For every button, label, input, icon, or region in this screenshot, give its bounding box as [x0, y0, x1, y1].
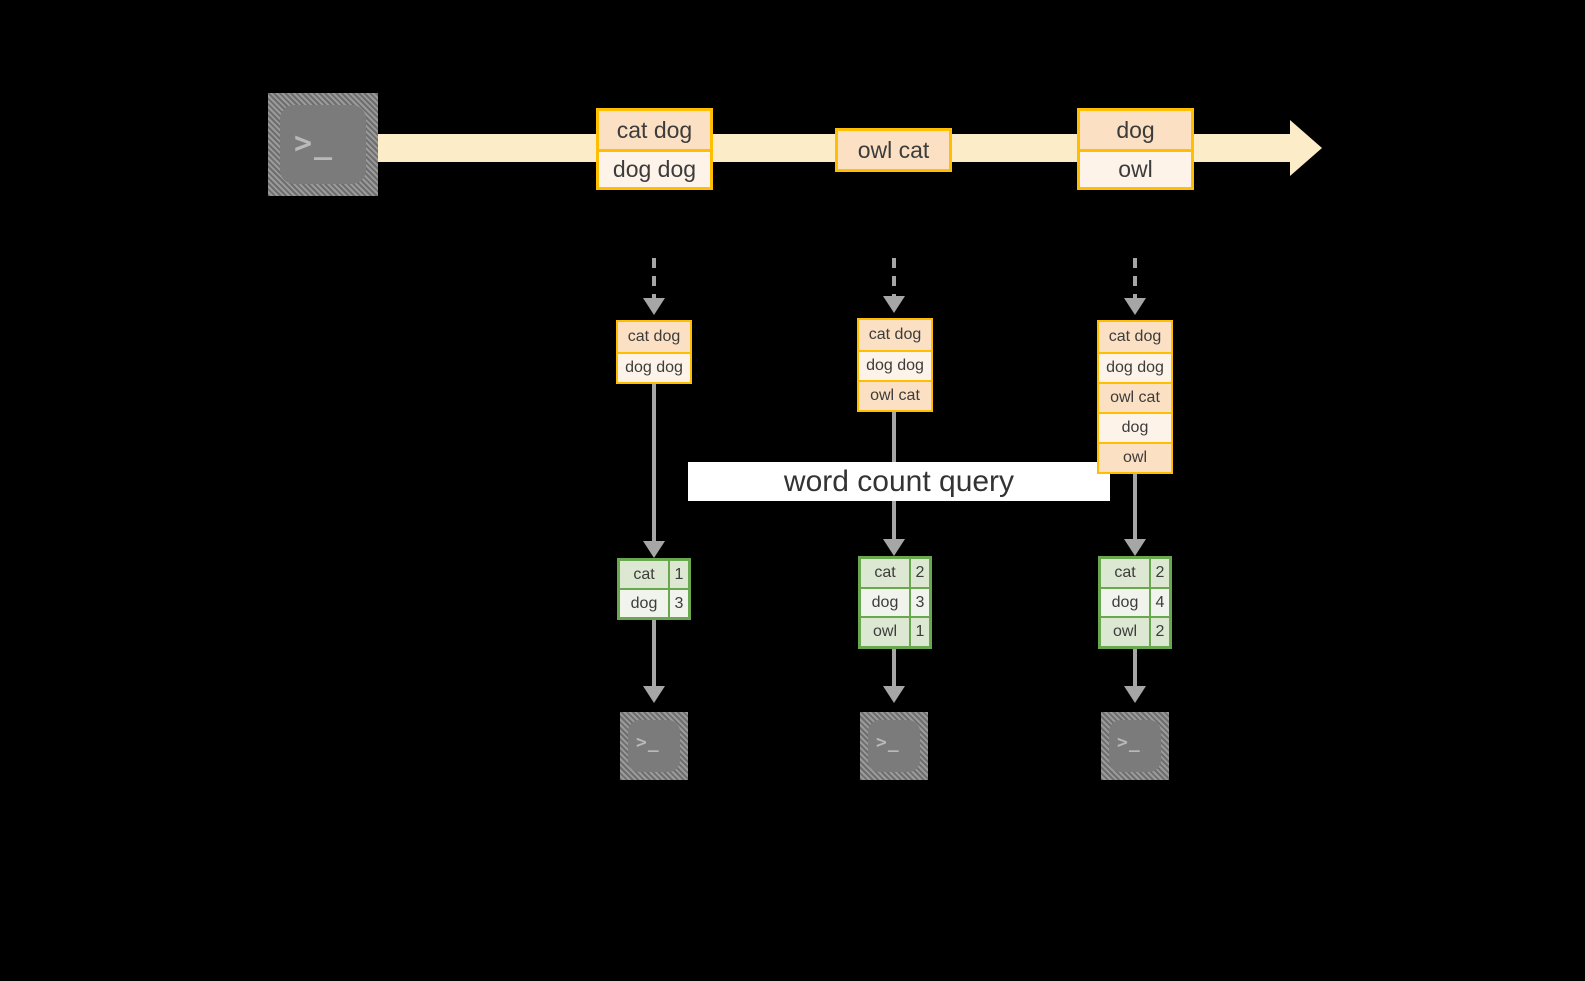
snapshot-2-tap-line	[892, 258, 896, 300]
snapshot-1-tap-line	[652, 258, 656, 300]
snapshot-2-tap-arrowhead	[883, 296, 905, 313]
result-word: dog	[620, 590, 668, 617]
snapshot-3-sink-arrowhead	[1124, 686, 1146, 703]
result-count: 4	[1149, 588, 1169, 617]
snapshot-1-sink-line	[652, 620, 656, 690]
terminal-screen: >_	[868, 720, 920, 772]
snapshot-3-query-line	[1133, 474, 1137, 544]
snapshot-1-input-table: cat dog dog dog	[616, 320, 692, 384]
terminal-screen: >_	[1109, 720, 1161, 772]
snapshot-2-query-arrowhead	[883, 539, 905, 556]
table-row: cat 1	[620, 561, 688, 588]
table-row: owl 2	[1101, 616, 1169, 647]
snapshot-3-tap-line	[1133, 258, 1137, 300]
event-row: dog dog	[599, 149, 710, 187]
snapshot-2-result-table: cat 2 dog 3 owl 1	[858, 556, 932, 649]
result-word: cat	[1101, 559, 1149, 587]
snapshot-1-tap-arrowhead	[643, 298, 665, 315]
stream-event-3: dog owl	[1077, 108, 1194, 190]
result-count: 1	[668, 561, 688, 588]
result-word: cat	[620, 561, 668, 588]
snapshot-3-sink-line	[1133, 649, 1137, 690]
snapshot-1-query-arrowhead	[643, 541, 665, 558]
terminal-screen: >_	[280, 105, 366, 184]
table-row: cat 2	[861, 559, 929, 587]
input-row: cat dog	[618, 322, 690, 352]
terminal-screen: >_	[628, 720, 680, 772]
snapshot-3-tap-arrowhead	[1124, 298, 1146, 315]
snapshot-2-sink-arrowhead	[883, 686, 905, 703]
event-row: cat dog	[599, 111, 710, 149]
input-row: dog dog	[618, 352, 690, 382]
event-row: owl cat	[838, 131, 949, 169]
result-count: 3	[668, 590, 688, 617]
event-row: dog	[1080, 111, 1191, 149]
input-row: owl cat	[859, 380, 931, 410]
snapshot-2-input-table: cat dog dog dog owl cat	[857, 318, 933, 412]
input-row: dog dog	[859, 350, 931, 380]
snapshot-1-sink-terminal-icon: >_	[620, 712, 688, 780]
terminal-prompt-glyph: >_	[876, 732, 900, 753]
stream-event-1: cat dog dog dog	[596, 108, 713, 190]
snapshot-3-result-table: cat 2 dog 4 owl 2	[1098, 556, 1172, 649]
terminal-prompt-glyph: >_	[1117, 732, 1141, 753]
event-row: owl	[1080, 149, 1191, 187]
snapshot-1-result-table: cat 1 dog 3	[617, 558, 691, 620]
input-row: dog	[1099, 412, 1171, 442]
table-row: dog 4	[1101, 586, 1169, 617]
input-row: dog dog	[1099, 352, 1171, 382]
result-count: 2	[1149, 559, 1169, 587]
input-row: owl	[1099, 442, 1171, 472]
result-count: 1	[909, 618, 929, 647]
result-count: 3	[909, 588, 929, 617]
result-count: 2	[1149, 618, 1169, 647]
source-terminal-icon: >_	[268, 93, 378, 196]
terminal-prompt-glyph: >_	[636, 732, 660, 753]
snapshot-3-input-table: cat dog dog dog owl cat dog owl	[1097, 320, 1173, 474]
snapshot-1-query-line	[652, 384, 656, 546]
query-label: word count query	[688, 462, 1110, 501]
result-word: cat	[861, 559, 909, 587]
snapshot-2-sink-terminal-icon: >_	[860, 712, 928, 780]
table-row: cat 2	[1101, 559, 1169, 587]
result-word: owl	[1101, 618, 1149, 647]
stream-event-2: owl cat	[835, 128, 952, 172]
terminal-prompt-glyph: >_	[294, 126, 335, 161]
snapshot-2-sink-line	[892, 649, 896, 690]
input-row: owl cat	[1099, 382, 1171, 412]
result-count: 2	[909, 559, 929, 587]
snapshot-3-sink-terminal-icon: >_	[1101, 712, 1169, 780]
snapshot-3-query-arrowhead	[1124, 539, 1146, 556]
result-word: dog	[1101, 588, 1149, 617]
result-word: dog	[861, 588, 909, 617]
input-row: cat dog	[859, 320, 931, 350]
result-word: owl	[861, 618, 909, 647]
arrow-right-icon	[1290, 120, 1322, 176]
table-row: owl 1	[861, 616, 929, 647]
table-row: dog 3	[620, 588, 688, 617]
table-row: dog 3	[861, 586, 929, 617]
snapshot-1-sink-arrowhead	[643, 686, 665, 703]
input-row: cat dog	[1099, 322, 1171, 352]
